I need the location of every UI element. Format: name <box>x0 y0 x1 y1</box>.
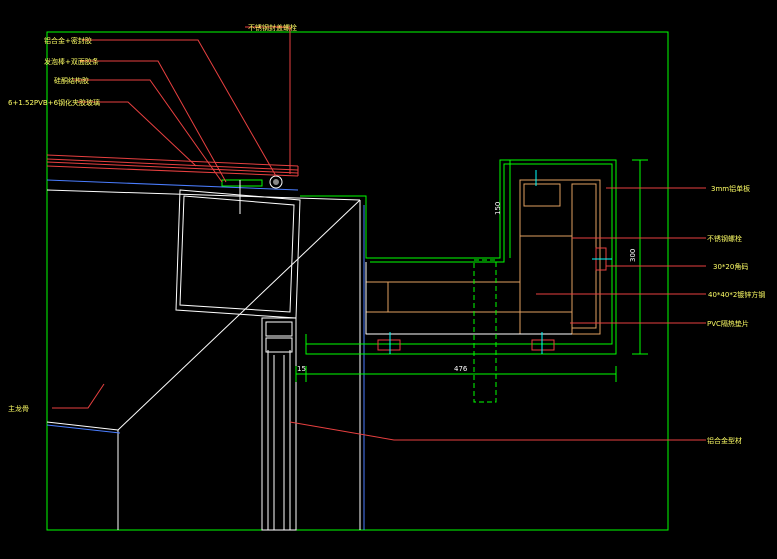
label-main-keel: 主龙骨 <box>8 404 29 413</box>
structural-outline <box>46 189 361 530</box>
glass-roof-panel <box>46 154 299 177</box>
label-left-a: 铝合金+密封胶 <box>44 36 92 45</box>
drawing-frame <box>46 31 669 531</box>
sill-white-lines <box>365 262 572 335</box>
dim-height-mid: 150 <box>494 202 502 215</box>
sill-frame <box>300 159 617 355</box>
label-right-e: PVC隔热垫片 <box>707 319 749 328</box>
anchor-bolts <box>377 247 607 351</box>
label-left-c: 硅酮结构胶 <box>54 76 89 85</box>
dashed-support <box>473 259 497 403</box>
dimension-lines <box>295 159 648 382</box>
roof-glass-underline <box>46 179 299 191</box>
steel-members <box>365 179 601 335</box>
foam-rod-inner <box>273 179 279 185</box>
aluminum-mullion <box>261 317 297 531</box>
dim-offset-small: 15 <box>297 365 306 373</box>
label-aluminum-profile: 铝合金型材 <box>707 436 742 445</box>
aluminum-strip <box>221 179 263 187</box>
main-keel-tube <box>175 189 301 319</box>
label-top-joint: 不锈钢封盖螺栓 <box>248 23 297 32</box>
dim-height-right: 300 <box>629 249 637 262</box>
label-left-d: 6+1.52PVB+6钢化夹胶玻璃 <box>8 98 100 107</box>
label-right-b: 不锈钢螺栓 <box>707 234 742 243</box>
inner-glass-lines <box>46 205 365 530</box>
bolt-marks <box>389 170 612 354</box>
dim-width-bottom: 476 <box>454 365 468 373</box>
label-right-a: 3mm铝单板 <box>711 184 750 193</box>
label-right-c: 30*20角码 <box>713 262 748 271</box>
leader-lines <box>52 26 706 441</box>
label-left-b: 发泡棒+双面胶条 <box>44 57 99 66</box>
label-right-d: 40*40*2镀锌方钢 <box>708 290 765 299</box>
